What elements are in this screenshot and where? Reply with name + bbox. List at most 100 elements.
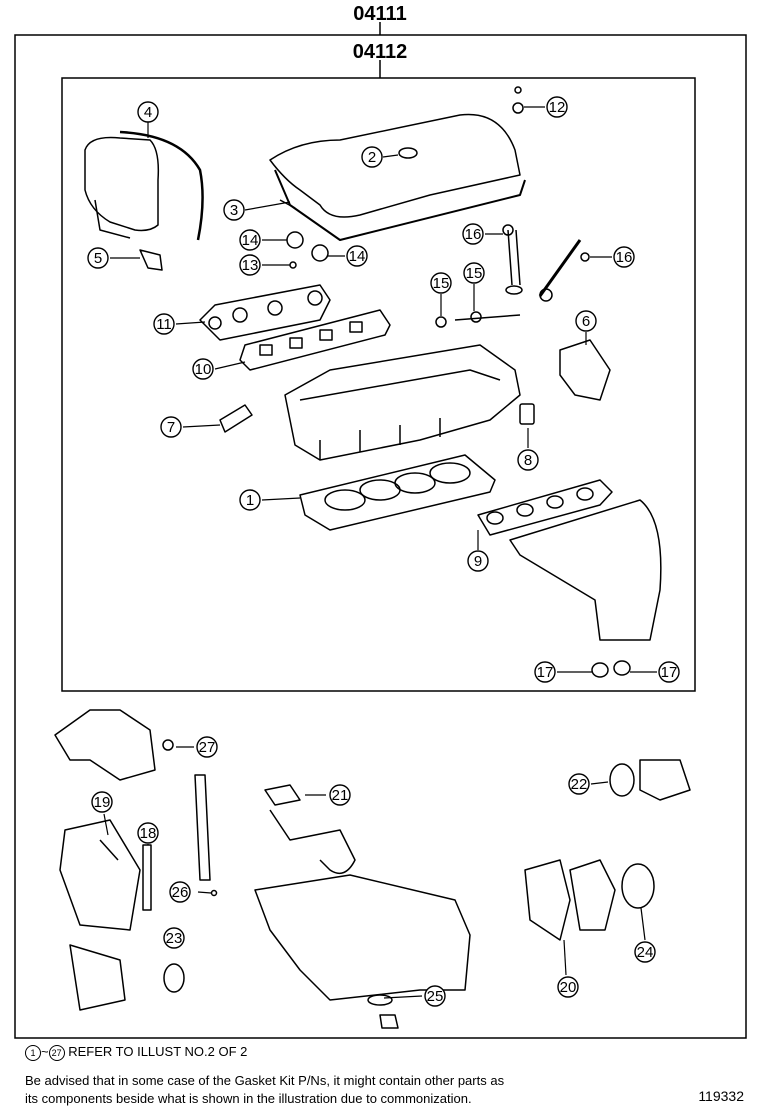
callout-circle (658, 661, 680, 683)
callout-number: 11 (156, 316, 172, 333)
intake-gasket-11-drawing (199, 284, 331, 341)
callout-number: 24 (637, 944, 654, 961)
callout-circle (87, 247, 109, 269)
callout-19: 19 (91, 791, 113, 813)
callout-number: 25 (427, 988, 444, 1005)
cylinder-head-drawing (284, 344, 521, 461)
callout-17: 17 (534, 661, 556, 683)
callout-number: 13 (242, 257, 259, 274)
exhaust-manifold-drawing (509, 499, 662, 641)
callout-number: 20 (560, 979, 577, 996)
gasket-17a-drawing (591, 662, 609, 678)
oil-pan-drawing (254, 874, 471, 1001)
timing-cover-drawing (59, 819, 141, 931)
callout-23: 23 (163, 927, 185, 949)
callout-circle (137, 101, 159, 123)
callout-circle (239, 229, 261, 251)
oil-strainer-drawing (269, 809, 356, 875)
callout-13: 13 (239, 254, 261, 276)
callout-24: 24 (634, 941, 656, 963)
callout-number: 23 (166, 930, 183, 947)
callout-7: 7 (160, 416, 182, 438)
gasket-17b-drawing (613, 660, 631, 676)
callout-number: 21 (332, 787, 349, 804)
callout-1: 1 (239, 489, 261, 511)
seal-23-drawing (163, 963, 185, 993)
callout-number: 8 (524, 452, 532, 469)
callout-number: 3 (230, 202, 238, 219)
legend-text: REFER TO ILLUST NO.2 OF 2 (68, 1044, 248, 1059)
legend-tilde: ~ (41, 1044, 49, 1059)
inner-kit-box (61, 77, 696, 692)
callout-circle (546, 96, 568, 118)
callout-3: 3 (223, 199, 245, 221)
commonization-note-line1: Be advised that in some case of the Gask… (25, 1073, 505, 1088)
callout-circle (361, 146, 383, 168)
legend-from-badge: 1 (25, 1044, 41, 1061)
callout-number: 6 (582, 313, 590, 330)
callout-circle (169, 881, 191, 903)
callout-number: 27 (199, 739, 216, 756)
gasket-6-drawing (559, 339, 611, 401)
outer-kit-code: 04111 (353, 3, 406, 25)
callout-circle (137, 822, 159, 844)
seal-14a-drawing (286, 231, 304, 249)
callout-16: 16 (613, 246, 635, 268)
callout-14: 14 (239, 229, 261, 251)
callout-circle (568, 773, 590, 795)
callout-leaders (103, 106, 657, 999)
commonization-note-line2: its components beside what is shown in t… (25, 1091, 472, 1106)
gasket-20-drawing (524, 859, 571, 941)
callout-number: 17 (661, 664, 678, 681)
legend-line: 1~27 REFER TO ILLUST NO.2 OF 2 (25, 1043, 247, 1061)
callout-number: 15 (466, 265, 483, 282)
callout-number: 16 (616, 249, 633, 266)
callout-8: 8 (517, 449, 539, 471)
seal-14b-drawing (311, 244, 329, 262)
callout-11: 11 (153, 313, 175, 335)
callout-circle (91, 791, 113, 813)
callout-circle (239, 489, 261, 511)
head-cover-drawing (269, 113, 526, 241)
callout-circle (424, 985, 446, 1007)
callout-number: 17 (537, 664, 554, 681)
callout-circle (463, 262, 485, 284)
callout-9: 9 (467, 550, 489, 572)
callout-number: 12 (549, 99, 566, 116)
callout-5: 5 (87, 247, 109, 269)
callout-20: 20 (557, 976, 579, 998)
callout-number: 19 (94, 794, 111, 811)
callout-22: 22 (568, 773, 590, 795)
intake-gasket-10-drawing (239, 309, 391, 371)
callout-15: 15 (430, 272, 452, 294)
callout-25: 25 (424, 985, 446, 1007)
dipstick-drawing (194, 774, 211, 881)
callout-number: 14 (349, 248, 366, 265)
callout-10: 10 (192, 358, 214, 380)
callout-number: 1 (246, 492, 254, 509)
callout-14: 14 (346, 245, 368, 267)
seal-24-drawing (621, 863, 655, 909)
callout-circle (153, 313, 175, 335)
oring-13-drawing (289, 261, 297, 269)
callout-26: 26 (169, 881, 191, 903)
callout-circle (557, 976, 579, 998)
seal-22-drawing (609, 763, 635, 797)
callout-circle (634, 941, 656, 963)
timing-belt-cover-drawing (84, 130, 204, 271)
callout-number: 16 (465, 226, 482, 243)
callout-6: 6 (575, 310, 597, 332)
callout-number: 18 (140, 825, 157, 842)
callout-2: 2 (361, 146, 383, 168)
callout-circle (192, 358, 214, 380)
illustration-number: 119332 (698, 1088, 744, 1104)
legend-to-badge: 27 (48, 1044, 65, 1061)
callout-circle (163, 927, 185, 949)
callout-18: 18 (137, 822, 159, 844)
head-gasket-drawing (299, 454, 496, 531)
gasket-7-drawing (219, 404, 253, 433)
callout-4: 4 (137, 101, 159, 123)
callout-circle (467, 550, 489, 572)
outer-kit-box (14, 34, 747, 1039)
